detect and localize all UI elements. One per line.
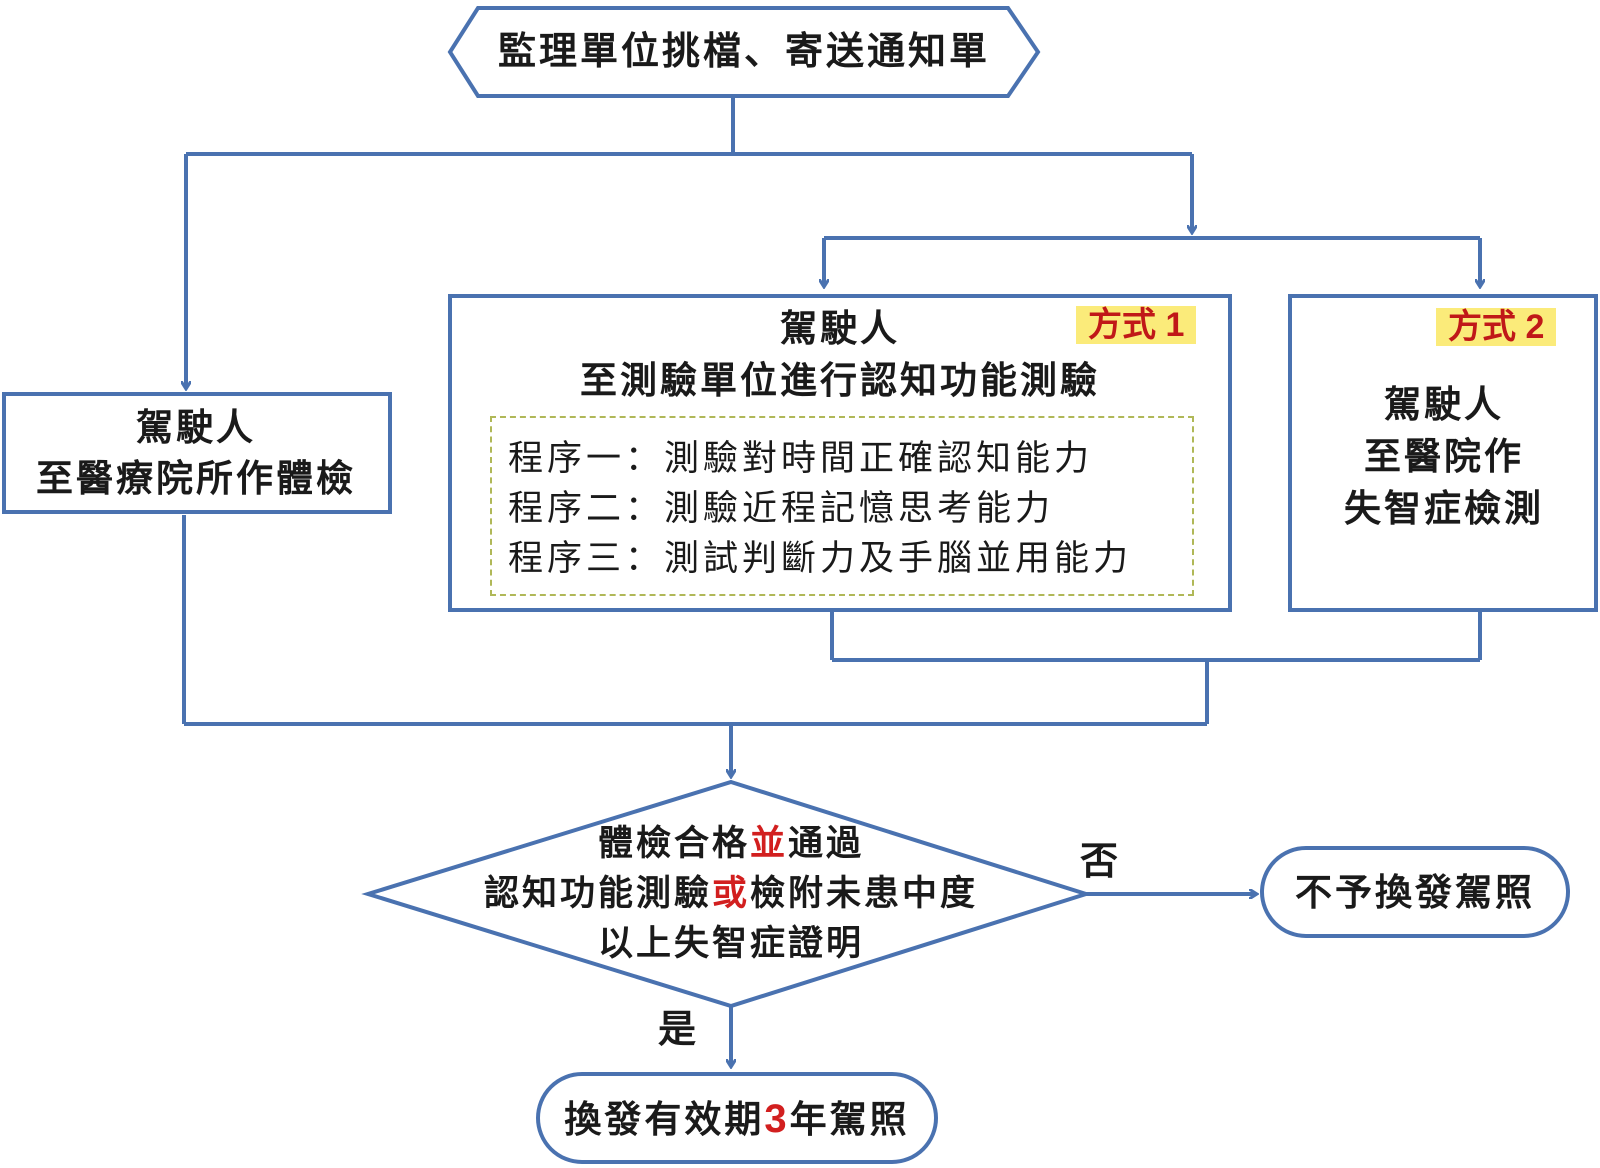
result-terminal-label: 換發有效期3年駕照 <box>564 1099 909 1139</box>
method1-step-3: 程序三：測試判斷力及手腦並用能力 <box>508 539 1133 579</box>
decision-l2-emphasis: 或 <box>711 873 751 914</box>
decision-l1-part3: 通過 <box>788 823 865 864</box>
method1-line1: 駕駛人 <box>780 306 900 350</box>
decision-diamond-shape <box>361 779 1093 1009</box>
left-box-line2: 至醫療院所作體檢 <box>36 456 356 500</box>
start-node-label: 監理單位挑檔、寄送通知單 <box>497 28 991 73</box>
method2-line1: 駕駛人 <box>1384 382 1504 426</box>
decision-line1: 體檢合格並通過 <box>598 826 864 861</box>
method2-box <box>1288 294 1598 612</box>
method2-tag: 方式 2 <box>1436 308 1557 346</box>
method1-tag: 方式 1 <box>1076 306 1197 344</box>
method1-line2: 至測驗單位進行認知功能測驗 <box>580 358 1100 402</box>
decision-line3: 以上失智症證明 <box>597 923 865 964</box>
method1-step-1: 程序一：測驗對時間正確認知能力 <box>508 439 1094 479</box>
decision-l1-part1: 體檢合格 <box>597 823 750 864</box>
start-node-shape <box>447 6 1041 98</box>
decision-line2: 認知功能測驗或檢附未患中度 <box>484 876 978 911</box>
method1-box <box>448 294 1232 612</box>
left-box-line1: 駕駛人 <box>136 405 256 449</box>
yes-label: 是 <box>658 1006 697 1051</box>
decision-l2-part1: 認知功能測驗 <box>483 873 712 914</box>
method1-steps-panel <box>490 416 1194 596</box>
result-years-emphasis: 3 <box>764 1097 790 1141</box>
left-process-box <box>2 392 392 514</box>
result-part3: 年駕照 <box>789 1097 910 1141</box>
no-label: 否 <box>1080 838 1119 883</box>
reject-terminal-shape <box>1260 846 1570 938</box>
method1-step-2: 程序二：測驗近程記憶思考能力 <box>508 489 1055 529</box>
method2-line3: 失智症檢測 <box>1344 486 1544 530</box>
result-part1: 換發有效期 <box>564 1097 765 1141</box>
method2-line2: 至醫院作 <box>1364 434 1524 478</box>
decision-l2-part3: 檢附未患中度 <box>750 873 979 914</box>
reject-terminal-label: 不予換發駕照 <box>1295 870 1535 914</box>
decision-l1-emphasis: 並 <box>749 823 789 864</box>
result-terminal-shape <box>536 1072 938 1164</box>
